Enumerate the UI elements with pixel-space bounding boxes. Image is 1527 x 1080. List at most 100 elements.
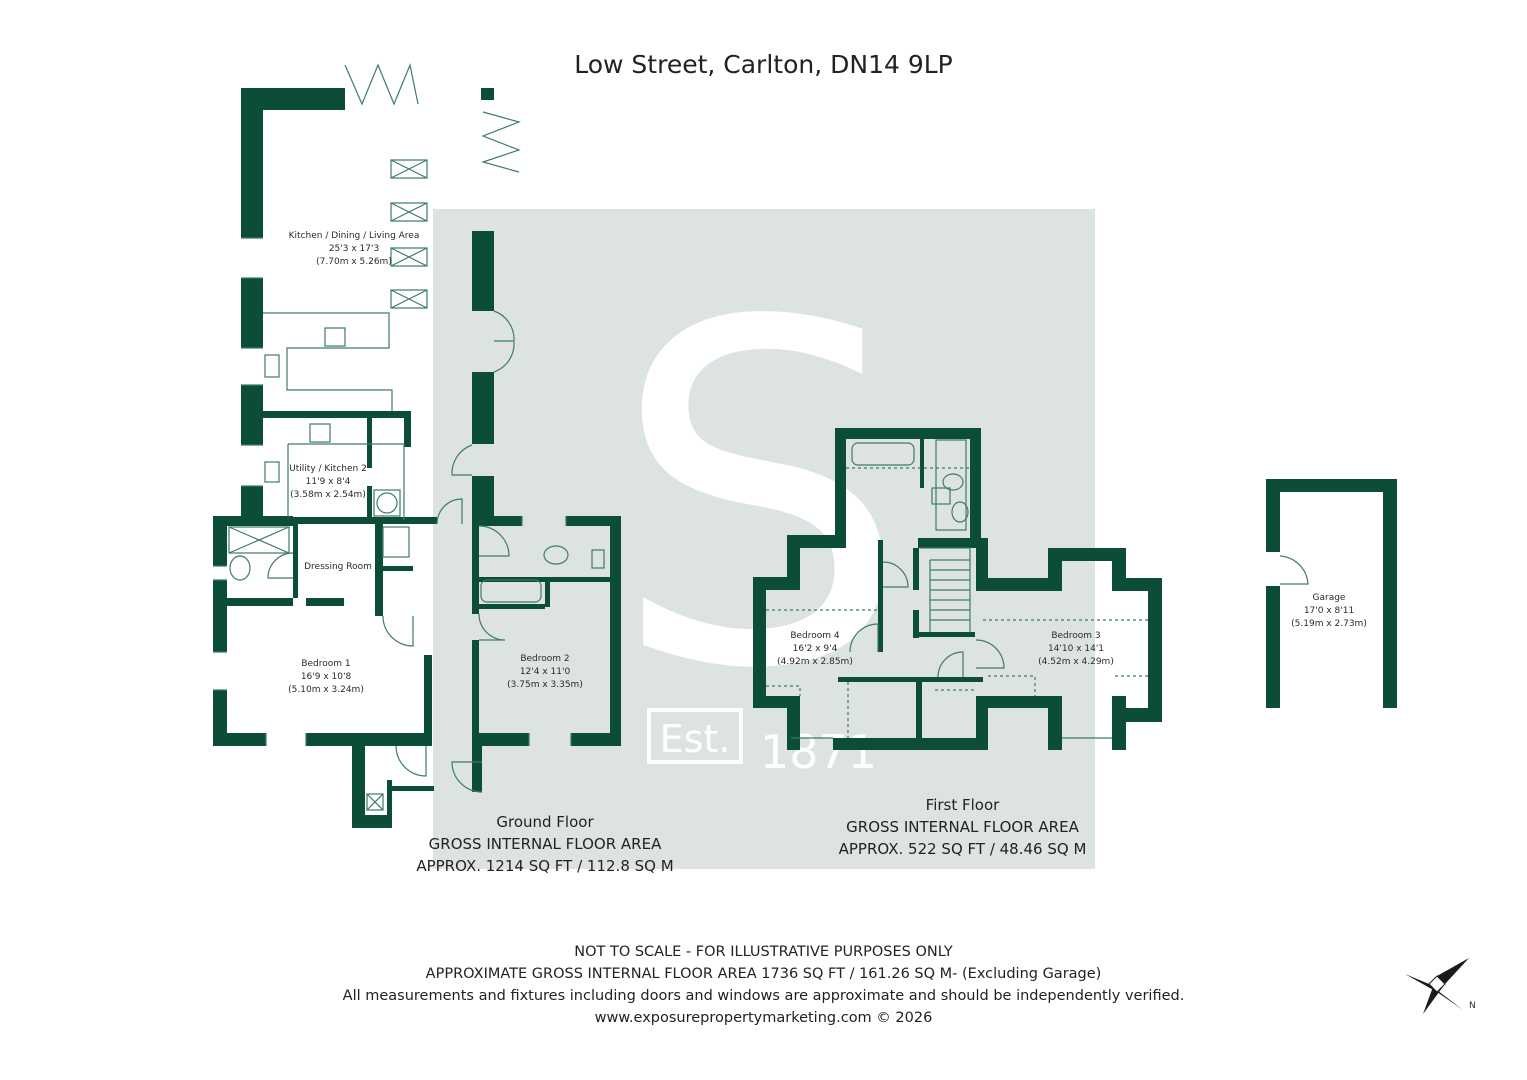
room-utility-metric: (3.58m x 2.54m) bbox=[290, 490, 366, 500]
room-garage-name: Garage bbox=[1313, 593, 1346, 603]
wall bbox=[213, 516, 227, 566]
wall bbox=[392, 786, 434, 791]
wall bbox=[787, 535, 846, 548]
room-bedroom4-name: Bedroom 4 bbox=[790, 631, 840, 641]
wall bbox=[367, 486, 372, 520]
wall bbox=[404, 411, 411, 447]
footer-website: www.exposurepropertymarketing.com © 2026 bbox=[594, 1010, 933, 1026]
door-swing bbox=[382, 615, 414, 647]
bath-icon bbox=[851, 442, 915, 466]
basin-icon bbox=[543, 545, 569, 565]
wall bbox=[878, 540, 883, 652]
wall bbox=[472, 526, 479, 614]
ground-floor-walls bbox=[213, 88, 621, 828]
wall bbox=[293, 524, 298, 598]
wall bbox=[352, 815, 392, 828]
first-floor-area-value: APPROX. 522 SQ FT / 48.46 SQ M bbox=[838, 840, 1087, 858]
wall bbox=[472, 516, 522, 526]
stairs-icon bbox=[382, 526, 410, 558]
window-frames bbox=[213, 516, 572, 746]
watermark: S Est. 1871 bbox=[433, 209, 1095, 869]
wall bbox=[835, 428, 846, 548]
wall bbox=[387, 780, 392, 828]
wall bbox=[472, 372, 494, 444]
vent-icon bbox=[366, 793, 384, 811]
wall bbox=[787, 696, 800, 750]
page-title: Low Street, Carlton, DN14 9LP bbox=[574, 50, 953, 79]
wall bbox=[571, 733, 621, 746]
compass-north-label: N bbox=[1469, 1001, 1476, 1011]
room-garage-metric: (5.19m x 2.73m) bbox=[1291, 619, 1367, 629]
wall bbox=[213, 690, 227, 746]
wall bbox=[916, 682, 922, 738]
basin-icon bbox=[931, 487, 951, 505]
rooflight-icon bbox=[390, 289, 428, 309]
room-bedroom1-name: Bedroom 1 bbox=[301, 659, 350, 669]
double-door-swing bbox=[493, 310, 515, 373]
door-swing bbox=[451, 761, 483, 793]
wall bbox=[424, 655, 432, 746]
first-floor-label: First Floor bbox=[925, 796, 1000, 814]
wall bbox=[213, 516, 293, 526]
room-bedroom3-metric: (4.52m x 4.29m) bbox=[1038, 657, 1114, 667]
footer-measurement-note: All measurements and fixtures including … bbox=[342, 988, 1185, 1004]
room-dressing-name: Dressing Room bbox=[304, 562, 372, 572]
sink-icon bbox=[264, 354, 280, 378]
wall bbox=[787, 535, 800, 580]
boiler-icon bbox=[373, 489, 401, 517]
sink-icon bbox=[264, 461, 280, 483]
watermark-year: 1871 bbox=[760, 725, 877, 779]
wall bbox=[1048, 548, 1126, 561]
wall bbox=[367, 418, 372, 468]
door-swing bbox=[436, 498, 463, 525]
rooflight-icon bbox=[390, 159, 428, 179]
room-kitchen-imperial: 25'3 x 17'3 bbox=[329, 244, 379, 254]
wall bbox=[241, 88, 263, 238]
wall bbox=[383, 566, 413, 571]
wall bbox=[976, 696, 1051, 708]
wall bbox=[753, 577, 766, 708]
door-swing bbox=[478, 525, 510, 557]
first-floor-area: First Floor GROSS INTERNAL FLOOR AREA AP… bbox=[800, 794, 1125, 860]
wall bbox=[838, 677, 983, 682]
door-swing bbox=[267, 552, 294, 579]
wall bbox=[610, 516, 621, 746]
wall bbox=[479, 577, 610, 582]
room-bedroom2-metric: (3.75m x 3.35m) bbox=[507, 680, 583, 690]
toilet-icon bbox=[951, 501, 969, 523]
wall bbox=[263, 411, 411, 418]
ground-floor-area-value: APPROX. 1214 SQ FT / 112.8 SQ M bbox=[416, 857, 674, 875]
door-swing bbox=[478, 613, 506, 641]
wall bbox=[241, 486, 263, 516]
room-bedroom4-metric: (4.92m x 2.85m) bbox=[777, 657, 853, 667]
door-swing bbox=[937, 651, 964, 678]
bifold-door bbox=[344, 62, 419, 106]
shower-icon bbox=[228, 526, 290, 554]
wall bbox=[1112, 696, 1126, 750]
room-kitchen-metric: (7.70m x 5.26m) bbox=[316, 257, 392, 267]
shower-icon bbox=[935, 439, 967, 531]
wall bbox=[833, 738, 988, 750]
boiler-icon bbox=[376, 492, 398, 514]
wall bbox=[566, 516, 621, 526]
room-bedroom1-metric: (5.10m x 3.24m) bbox=[288, 685, 364, 695]
kitchen-island bbox=[263, 312, 393, 411]
room-bedroom4-imperial: 16'2 x 9'4 bbox=[793, 644, 838, 654]
bath-icon bbox=[480, 579, 542, 603]
room-bedroom2-name: Bedroom 2 bbox=[520, 654, 569, 664]
door-swing bbox=[975, 639, 1005, 669]
wall bbox=[976, 696, 988, 750]
wall bbox=[263, 517, 437, 524]
wall bbox=[472, 746, 482, 792]
wall bbox=[472, 733, 529, 746]
door-swing bbox=[1279, 555, 1309, 585]
wall bbox=[1266, 479, 1280, 552]
wall bbox=[481, 88, 494, 100]
wall bbox=[241, 385, 263, 445]
wall bbox=[479, 604, 545, 609]
wall bbox=[787, 738, 791, 750]
ground-floor-label: Ground Floor bbox=[496, 813, 594, 831]
room-garage-imperial: 17'0 x 8'11 bbox=[1304, 606, 1354, 616]
